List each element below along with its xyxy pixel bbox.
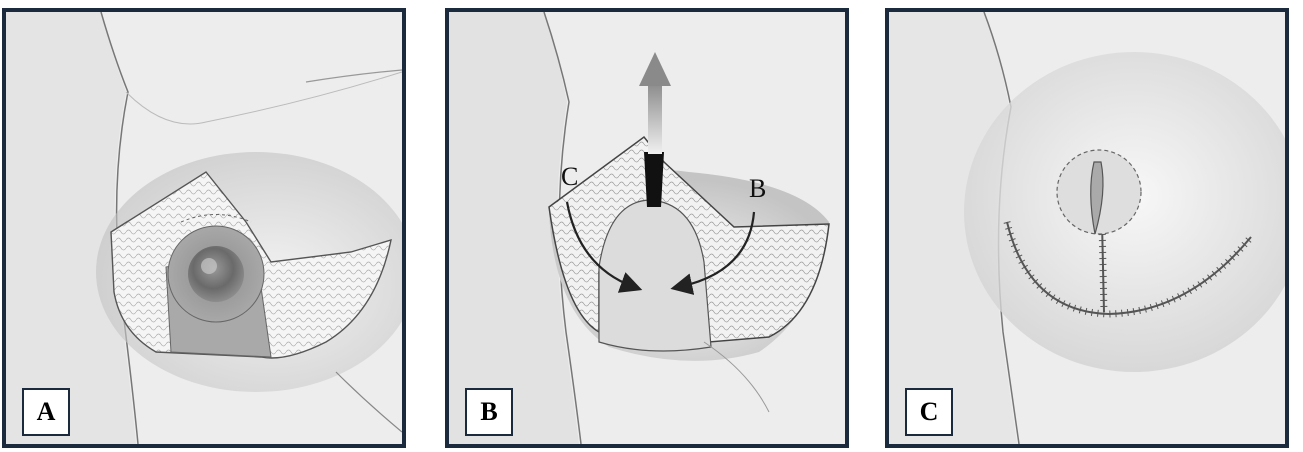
panel-a: A xyxy=(2,8,406,448)
panel-a-illustration xyxy=(6,12,402,444)
wedge-mark xyxy=(644,152,664,207)
panel-b-illustration xyxy=(449,12,845,444)
panel-c: C xyxy=(885,8,1289,448)
nipple xyxy=(188,246,244,302)
panel-label: A xyxy=(22,388,70,436)
panel-b: C B B xyxy=(445,8,849,448)
arrow-label-right: B xyxy=(749,174,766,204)
panel-label: B xyxy=(465,388,513,436)
upward-arrow-shaft xyxy=(648,82,662,154)
panel-label: C xyxy=(905,388,953,436)
upward-arrow-head xyxy=(639,52,671,86)
arrow-label-left: C xyxy=(561,162,578,192)
panel-c-illustration xyxy=(889,12,1285,444)
